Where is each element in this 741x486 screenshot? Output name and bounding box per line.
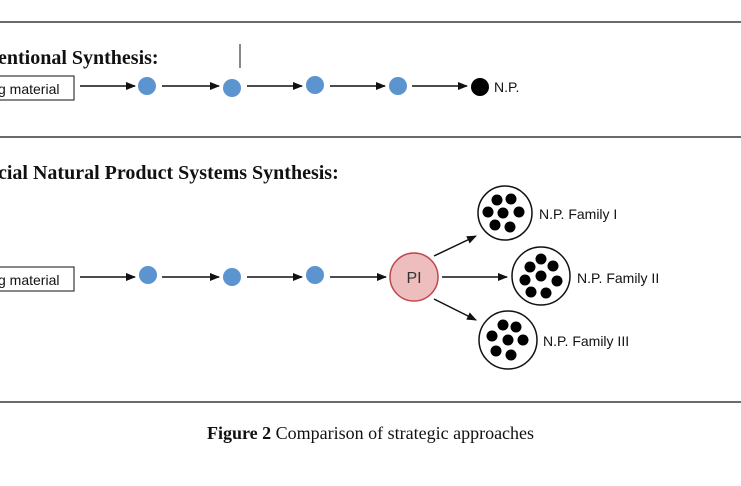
bottom-start-label: g material: [0, 272, 59, 288]
family-3-label: N.P. Family III: [543, 333, 629, 349]
figure-caption: Figure 2 Comparison of strategic approac…: [0, 423, 741, 444]
top-product-node: [471, 78, 489, 96]
bottom-intermediate-2: [223, 268, 241, 286]
family-3-cluster: [478, 310, 538, 370]
family-2-label: N.P. Family II: [577, 270, 659, 286]
bottom-panel-title: cial Natural Product Systems Synthesis:: [0, 162, 339, 184]
top-intermediate-4: [389, 77, 407, 95]
top-panel-title: entional Synthesis:: [0, 47, 159, 69]
figure-caption-label: Figure 2: [206, 423, 272, 443]
branch-arrow-family-3: [433, 298, 477, 321]
branch-arrow-family-1: [433, 235, 477, 257]
family-1-cluster: [477, 185, 533, 241]
top-intermediate-1: [138, 77, 156, 95]
bottom-intermediate-1: [139, 266, 157, 284]
pi-hub-node: [389, 252, 439, 302]
top-product-label: N.P.: [494, 79, 519, 95]
family-2-cluster: [511, 246, 571, 306]
family-1-label: N.P. Family I: [539, 206, 617, 222]
figure-caption-text: Comparison of strategic approaches: [275, 423, 535, 443]
top-intermediate-2: [223, 79, 241, 97]
top-intermediate-3: [306, 76, 324, 94]
top-start-label: g material: [0, 81, 59, 97]
bottom-intermediate-3: [306, 266, 324, 284]
bottom-start-box: [0, 266, 75, 292]
top-start-box: [0, 75, 75, 101]
pi-hub-label: PI: [406, 270, 421, 287]
